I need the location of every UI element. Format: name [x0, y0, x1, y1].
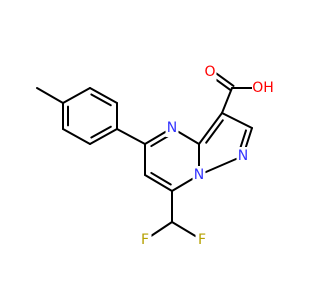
atom-label-o-carbonyl: O: [204, 64, 215, 80]
bond-a3-a4-inner: [90, 125, 112, 139]
bond-a4-c5: [116, 128, 146, 145]
bond-c7-c6-inner: [150, 171, 172, 186]
bond-a3-a4: [89, 128, 118, 145]
bond-a2-a3: [62, 128, 91, 145]
bond-c3-c2: [221, 112, 253, 129]
atom-label-background: [236, 147, 250, 165]
bond-c7-c6: [144, 174, 173, 192]
atom-label-n-ring6: N: [167, 120, 177, 136]
atom-label-background: [138, 231, 152, 249]
atom-label-background: [203, 63, 217, 81]
bond-c3-cc: [221, 87, 233, 114]
atom-label-background: [252, 79, 274, 97]
atom-label-background: [165, 119, 179, 137]
atom-label-n-pyrazole: N: [238, 148, 248, 164]
bond-n2-n1: [198, 155, 244, 176]
atom-label-background: [192, 166, 206, 184]
bond-c3a-c3: [198, 112, 223, 145]
bond-a6-a1: [62, 87, 91, 104]
bond-layer: [36, 68, 264, 241]
bond-a5-a6-inner: [90, 93, 112, 107]
bond-a5-a6: [89, 87, 118, 104]
atom-label-background: [195, 231, 209, 249]
atom-label-layer: N N N O OH F F: [138, 63, 274, 249]
atom-label-f-upper: F: [141, 232, 149, 248]
atom-label-n-bridge: N: [194, 167, 204, 183]
bond-c3a-c3-inner: [205, 119, 224, 144]
molecule-structure: N N N O OH F F: [36, 63, 274, 249]
bond-me-a1: [36, 87, 64, 104]
atom-label-f-right: F: [198, 232, 206, 248]
atom-label-o-hydroxyl: OH: [252, 80, 274, 96]
